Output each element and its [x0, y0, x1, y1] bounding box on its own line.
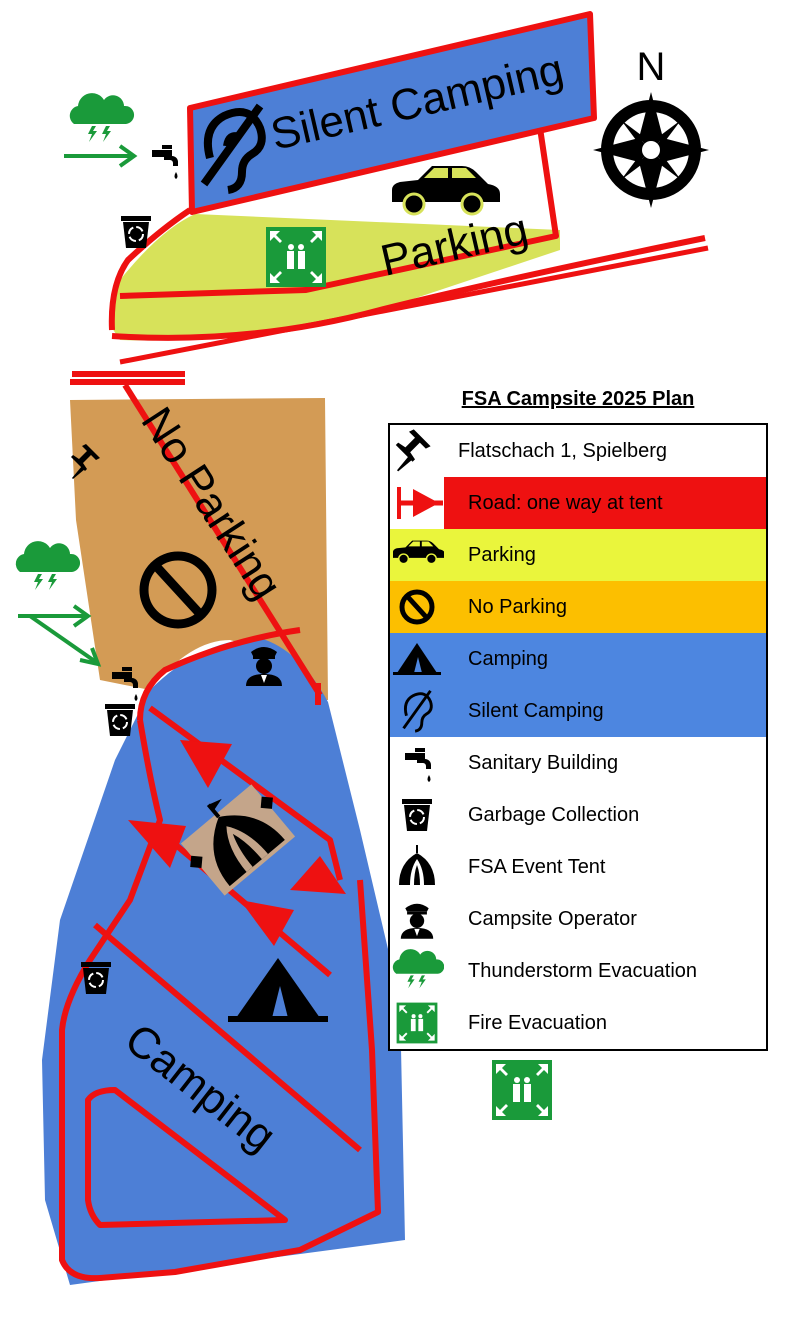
- tent-icon: [390, 633, 444, 685]
- legend-item-label: Road: one way at tent: [468, 492, 663, 514]
- evacuation-arrow-icon: [64, 144, 138, 168]
- road-network: [59, 11, 709, 1282]
- legend-item-label: Parking: [468, 544, 536, 566]
- legend-item-label: Sanitary Building: [468, 752, 619, 774]
- watermark-text: ATI: [522, 170, 541, 185]
- legend-item: Thunderstorm Evacuation: [390, 945, 766, 997]
- legend-item: Fire Evacuation: [390, 997, 766, 1049]
- legend-color-swatch: [390, 529, 766, 581]
- legend-item: Garbage Collection: [390, 789, 766, 841]
- pushpin-icon: [390, 425, 444, 477]
- water-tap-icon: [152, 145, 178, 179]
- car-icon: [390, 164, 502, 216]
- legend-item-label: Thunderstorm Evacuation: [468, 960, 698, 982]
- deaf-ear-icon: [390, 685, 444, 737]
- legend-color-swatch: [390, 581, 766, 633]
- thunderstorm-cloud-icon: [15, 541, 81, 590]
- legend-item: Silent Camping: [390, 685, 766, 737]
- legend-color-swatch: [444, 477, 766, 529]
- car-icon: [390, 529, 445, 581]
- legend-item-label: FSA Event Tent: [468, 856, 606, 878]
- legend-item-label: Garbage Collection: [468, 804, 640, 826]
- compass-north-label: N: [637, 45, 666, 89]
- thunderstorm-cloud-icon: [69, 93, 135, 142]
- legend-item-label: No Parking: [468, 596, 567, 618]
- legend-item: Road: one way at tent: [390, 477, 766, 529]
- legend-item: Flatschach 1, Spielberg: [390, 425, 766, 477]
- compass-rose-icon: [593, 92, 709, 208]
- assembly-point-icon: [492, 1060, 552, 1120]
- legend-item: Campsite Operator: [390, 893, 766, 945]
- legend-color-swatch: [390, 633, 766, 685]
- deaf-ear-icon: [200, 103, 266, 194]
- thunderstorm-cloud-icon: [390, 945, 445, 997]
- evacuation-arrow-icon: [18, 604, 102, 667]
- silent-camping-zone: [190, 14, 594, 212]
- legend-item-label: Fire Evacuation: [468, 1012, 607, 1034]
- circus-tent-icon: [390, 841, 444, 893]
- no-entry-icon: [139, 551, 217, 629]
- legend-color-swatch: [390, 685, 766, 737]
- legend-item: FSA Event Tent: [390, 841, 766, 893]
- parking-zone: [112, 214, 560, 341]
- legend-item: No Parking: [390, 581, 766, 633]
- legend-item: Camping: [390, 633, 766, 685]
- legend-item-label: Silent Camping: [468, 700, 604, 722]
- camping-zone: [42, 638, 405, 1285]
- legend-item-label: Flatschach 1, Spielberg: [458, 440, 668, 462]
- no-entry-icon: [390, 581, 444, 633]
- operator-icon: [390, 893, 444, 945]
- recycle-bin-icon: [80, 961, 112, 995]
- no-parking-zone: [70, 398, 328, 700]
- legend-item: Sanitary Building: [390, 737, 766, 789]
- recycle-bin-icon: [104, 703, 136, 737]
- assembly-point-icon: [390, 997, 444, 1049]
- recycle-bin-icon: [390, 789, 444, 841]
- recycle-bin-icon: [120, 215, 152, 249]
- water-tap-icon: [390, 737, 444, 789]
- legend-item: Parking: [390, 529, 766, 581]
- road-arrow-icon: [390, 477, 444, 529]
- legend-title: FSA Campsite 2025 Plan: [461, 388, 695, 410]
- assembly-point-icon: [266, 227, 326, 287]
- legend-item-label: Camping: [468, 648, 549, 670]
- circus-tent-icon: [180, 784, 296, 896]
- tent-icon: [228, 958, 328, 1022]
- one-way-arrows: [128, 740, 346, 946]
- legend-item-label: Campsite Operator: [468, 908, 637, 930]
